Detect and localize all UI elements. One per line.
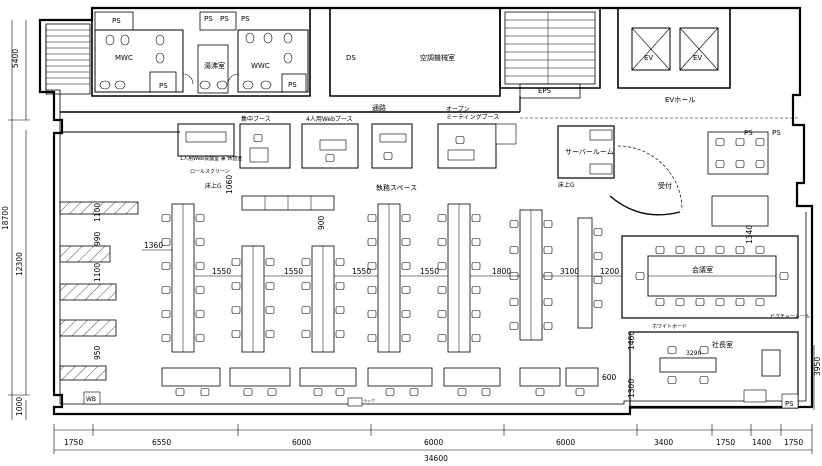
- dim-990: 990: [93, 231, 102, 246]
- dim-bottom-3: 6000: [292, 438, 311, 447]
- dim-1100-a: 1100: [93, 203, 102, 222]
- label-roll-screen: ロールスクリーン: [190, 169, 230, 175]
- toilet-area: [94, 11, 309, 94]
- dim-1550-d: 1550: [420, 267, 439, 276]
- dim-left-bottom: 1000: [15, 397, 24, 416]
- dim-950: 950: [93, 345, 102, 360]
- dim-bottom-5: 6000: [556, 438, 575, 447]
- dim-1060: 1060: [225, 175, 234, 194]
- storage-cabinets: [59, 201, 139, 381]
- core-area: [60, 8, 800, 133]
- label-focus-booth: 集中ブース: [241, 115, 271, 123]
- desk-island-7: [577, 217, 603, 329]
- dim-1460: 1460: [627, 331, 636, 350]
- ps-label-9: PS: [785, 400, 794, 408]
- dim-1340: 1340: [745, 225, 754, 244]
- ps-label-4: PS: [241, 15, 250, 23]
- dim-600: 600: [602, 373, 617, 382]
- ps-label-7: PS: [744, 129, 753, 137]
- dim-900: 900: [317, 215, 326, 230]
- ps-label-1: PS: [112, 17, 121, 25]
- dim-1550-b: 1550: [284, 267, 303, 276]
- label-web-booth-desk: 1人用Web会議室 兼 休憩室: [180, 155, 242, 162]
- label-wb: WB: [86, 396, 96, 403]
- dim-top-left: 5400: [11, 49, 20, 68]
- president-room: [629, 331, 799, 409]
- label-rack: ラック: [363, 397, 375, 403]
- dim-3290: 3290: [686, 350, 701, 357]
- label-whiteboard: ホワイトボード: [652, 323, 687, 330]
- dim-bottom-1: 1750: [64, 438, 83, 447]
- booth-row: [177, 123, 497, 169]
- dim-1550-c: 1550: [352, 267, 371, 276]
- label-floor-outlet-2: 床上G: [558, 181, 575, 189]
- ps-label-5: PS: [159, 82, 168, 90]
- bottom-workstations: [83, 367, 599, 407]
- room-label-wwc: WWC: [251, 62, 270, 70]
- room-label-mwc: MWC: [115, 54, 133, 62]
- stair-main: [504, 11, 596, 85]
- label-office: 執務スペース: [376, 183, 417, 192]
- label-partition-rail: ピクチャーレール: [770, 314, 810, 320]
- desk-island-3: [301, 245, 345, 353]
- label-web-booth4: 4人用Webブース: [306, 115, 353, 123]
- dim-bottom-7: 1750: [716, 438, 735, 447]
- dim-total: 34600: [424, 454, 448, 463]
- desk-island-4: [367, 203, 411, 353]
- label-reception: 受付: [658, 181, 672, 190]
- dim-1550-a: 1550: [212, 267, 231, 276]
- server-room: [495, 123, 615, 179]
- dim-1360: 1360: [144, 241, 163, 250]
- label-open-meeting-1: オープン: [446, 106, 470, 113]
- label-meeting-room: 会議室: [692, 265, 713, 274]
- dim-bottom-2: 6550: [152, 438, 171, 447]
- desk-island-6: [509, 209, 553, 341]
- ps-label-8: PS: [772, 129, 781, 137]
- label-president-room: 社長室: [712, 340, 733, 349]
- dim-bottom-6: 3400: [654, 438, 673, 447]
- dim-3100: 3100: [560, 267, 579, 276]
- dim-left-mid: 12300: [15, 252, 24, 276]
- stair-left: [45, 23, 91, 95]
- dim-bottom-9: 1750: [784, 438, 803, 447]
- room-label-ds: DS: [346, 54, 356, 62]
- label-open-meeting-2: ミーティングブース: [446, 113, 499, 121]
- desk-island-1: [161, 203, 205, 353]
- dim-1800: 1800: [492, 267, 511, 276]
- ev-label-1: EV: [644, 54, 653, 62]
- reception-area: [609, 131, 769, 227]
- ps-label-6: PS: [288, 81, 297, 89]
- dimension-lines: [8, 20, 815, 454]
- meeting-room: [621, 235, 799, 319]
- top-shelf-row: [241, 195, 335, 211]
- dim-bottom-4: 6000: [424, 438, 443, 447]
- room-label-ac-room: 空調機械室: [420, 53, 455, 62]
- dim-right-bottom: 3950: [813, 357, 822, 376]
- ps-label-2: PS: [204, 15, 213, 23]
- room-label-eps: EPS: [538, 87, 552, 95]
- dim-1200: 1200: [600, 267, 619, 276]
- elevator-shafts: [631, 27, 719, 71]
- room-label-cleaning: 湯沸室: [204, 61, 225, 70]
- desk-island-5: [437, 203, 481, 353]
- dim-bottom-8: 1400: [752, 438, 771, 447]
- room-label-ev-hall: EVホール: [665, 96, 695, 104]
- dim-1100-b: 1100: [93, 263, 102, 282]
- label-floor-outlet-1: 床上G: [205, 182, 222, 190]
- label-corridor: 通路: [372, 103, 386, 112]
- ps-label-3: PS: [220, 15, 229, 23]
- ev-label-2: EV: [693, 54, 702, 62]
- label-server-room: サーバールーム: [565, 148, 614, 156]
- desk-island-2: [231, 245, 275, 353]
- dim-1300: 1300: [627, 379, 636, 398]
- dim-left-total: 18700: [1, 206, 10, 230]
